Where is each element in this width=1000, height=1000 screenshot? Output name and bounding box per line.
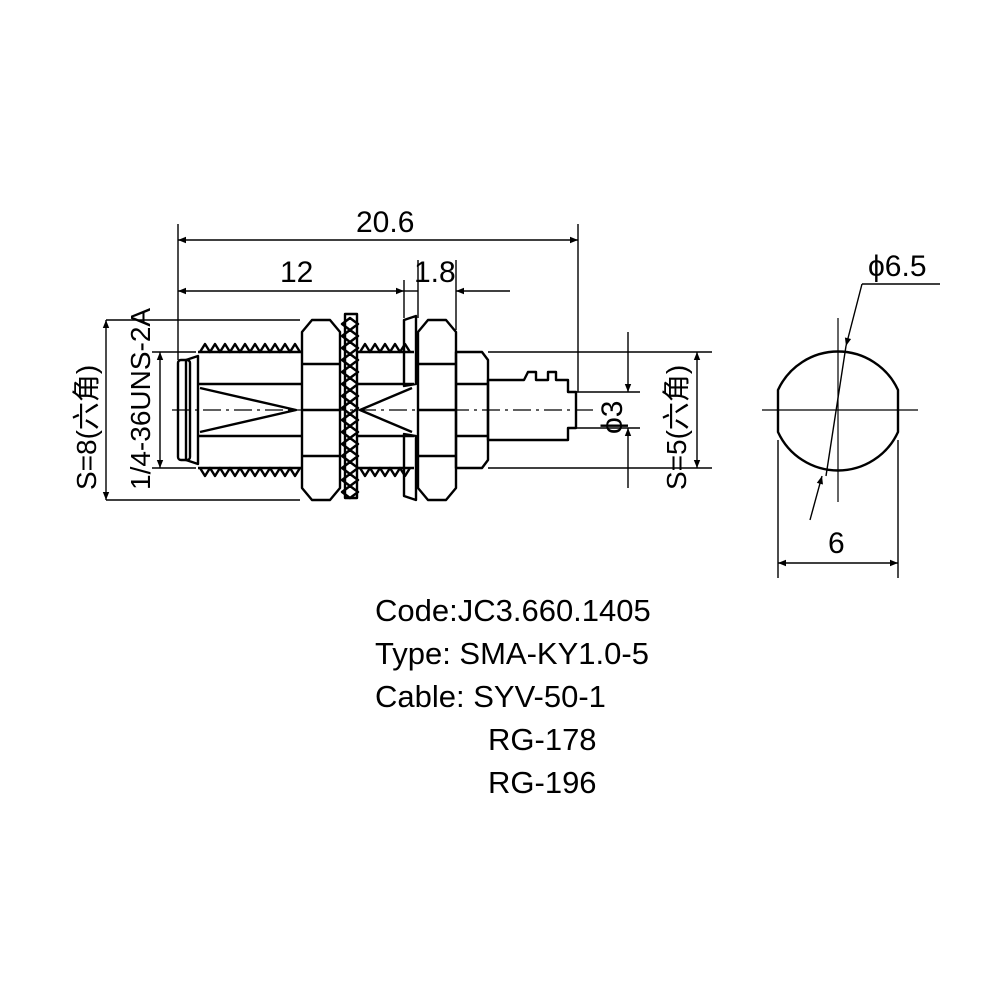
spec-cable-1: Cable: SYV-50-1: [375, 679, 606, 714]
spec-type: Type: SMA-KY1.0-5: [375, 636, 649, 671]
dim-thread-length: 12: [280, 256, 313, 289]
spec-code: Code:JC3.660.1405: [375, 593, 651, 628]
front-hex-nut: [300, 318, 342, 502]
rear-hex-nut: [416, 318, 458, 502]
front-face: [184, 354, 200, 466]
spec-cable-2: RG-178: [488, 722, 597, 757]
dim-flat-width: 6: [828, 527, 845, 560]
dim-hex-rear: S=5(六角): [661, 365, 692, 490]
dim-face-diameter: ϕ6.5: [868, 250, 927, 283]
dim-pin-diameter: ϕ3: [596, 401, 629, 435]
dim-hex-front: S=8(六角): [71, 365, 102, 490]
dim-washer-length: 1.8: [414, 256, 456, 289]
connector-side-view: [176, 312, 578, 502]
panel-washer-top: [402, 314, 418, 388]
rear-hex-body: [454, 350, 490, 470]
connector-end-view: [776, 350, 900, 472]
end-view-dimensions: [777, 283, 940, 578]
dim-thread-spec: 1/4-36UNS-2A: [125, 308, 156, 490]
spec-cable-3: RG-196: [488, 765, 597, 800]
end-face-outline: [776, 350, 900, 472]
panel-washer-bottom: [402, 432, 418, 502]
crimp-tail: [486, 370, 578, 442]
dimension-lines: [102, 224, 712, 501]
dim-overall-length: 20.6: [356, 206, 414, 239]
flat-washer: [343, 312, 359, 500]
